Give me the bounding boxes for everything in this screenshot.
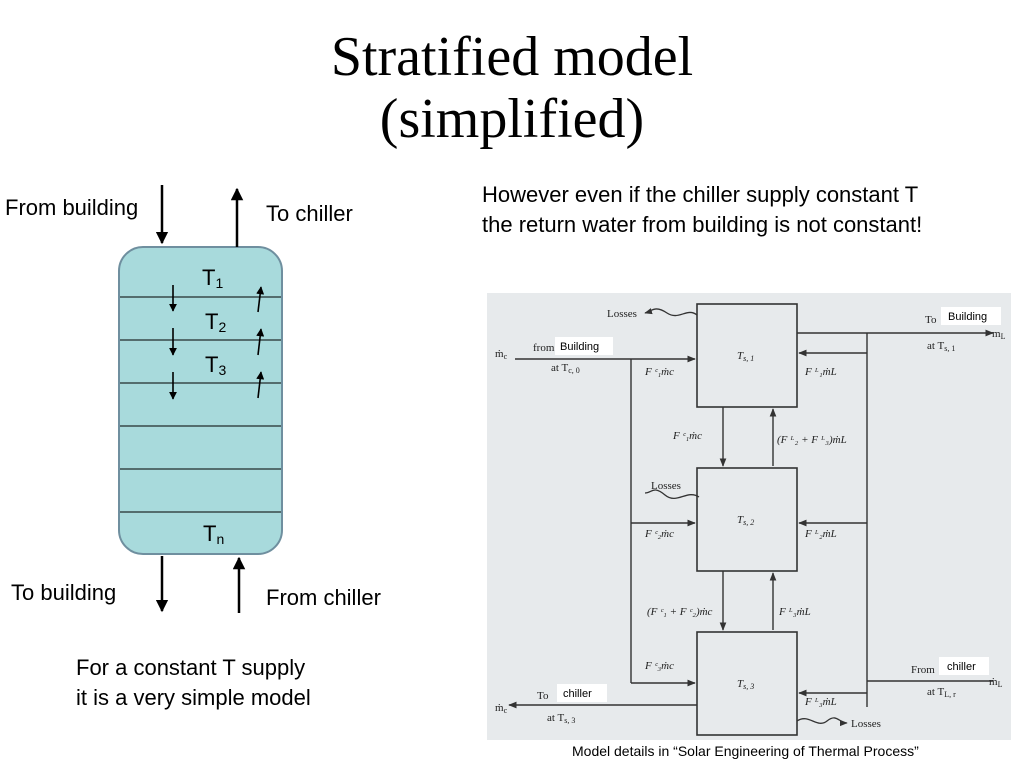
mc-bottom-label: ṁc [495,702,508,715]
layer-label-2: T2 [205,309,226,335]
tank-body [118,246,283,555]
f3l-label: F ᴸ₃ṁL [804,696,837,708]
f3c-label: F ᶜ₃ṁc [644,660,674,672]
layer-label-n: Tn [203,521,224,547]
slide-title: Stratified model (simplified) [0,26,1024,150]
building-overlay-left: Building [560,341,599,353]
at-tl-label: at TL, r [927,686,956,699]
building-overlay-right: Building [948,311,987,323]
at-ts3-label: at Ts, 3 [547,712,575,725]
f2l-label: F ᴸ₂ṁL [804,528,837,540]
layer-label-3: T3 [205,352,226,378]
f2c-label: F ᶜ₂ṁc [644,528,674,540]
f12c-label: (F ᶜ₁ + F ᶜ₂)ṁc [647,606,713,618]
to-bottom-label: To [537,690,549,702]
losses-label-1: Losses [607,308,637,320]
figure-caption: Model details in “Solar Engineering of T… [572,743,919,759]
from-left-label: from [533,342,555,354]
from-right-label: From [911,664,935,676]
f23l-label: (F ᴸ₂ + F ᴸ₃)ṁL [777,434,847,446]
f1c-label: F ᶜ₁ṁc [644,366,674,378]
losses-label-2: Losses [651,480,681,492]
at-tc0-label: at Tc, 0 [551,362,580,375]
to-building-label: To building [11,580,117,605]
node-temp-1: Ts, 1 [737,350,754,363]
title-line-2: (simplified) [379,88,645,150]
top-right-note: However even if the chiller supply const… [482,182,923,237]
f1c-mid-label: F ᶜ₁ṁc [672,430,702,442]
textbook-figure: Losses Losses Losses To mL at Ts, 1 ṁc f… [487,293,1011,740]
layer-label-1: T1 [202,265,223,291]
tank-layer-lines [120,296,281,513]
from-building-label: From building [5,195,139,220]
external-arrows [155,185,246,613]
node-box-1 [696,303,798,408]
f1l-label: F ᴸ₁ṁL [804,366,837,378]
node-temp-2: Ts, 2 [737,514,754,527]
figure-background [487,293,1011,740]
ml-label: mL [992,328,1006,341]
f3l-mid-label: F ᴸ₃ṁL [778,606,811,618]
at-ts1-label: at Ts, 1 [927,340,955,353]
tank-diagram: T1 T2 T3 Tn [118,185,283,613]
upflow-arrows [256,286,265,399]
to-top-label: To [925,314,937,326]
node-box-2 [696,467,798,572]
from-chiller-label: From chiller [266,585,381,610]
node-box-3 [696,631,798,736]
chiller-overlay-left: chiller [563,688,592,700]
losses-label-3: Losses [851,718,881,730]
chiller-overlay-right: chiller [947,661,976,673]
title-line-1: Stratified model [330,26,694,88]
hl-label: ṁL [989,676,1003,689]
mc-label: ṁc [495,348,508,361]
bottom-left-note: For a constant T supply it is a very sim… [76,655,311,710]
to-chiller-label: To chiller [266,201,353,226]
node-temp-3: Ts, 3 [737,678,754,691]
